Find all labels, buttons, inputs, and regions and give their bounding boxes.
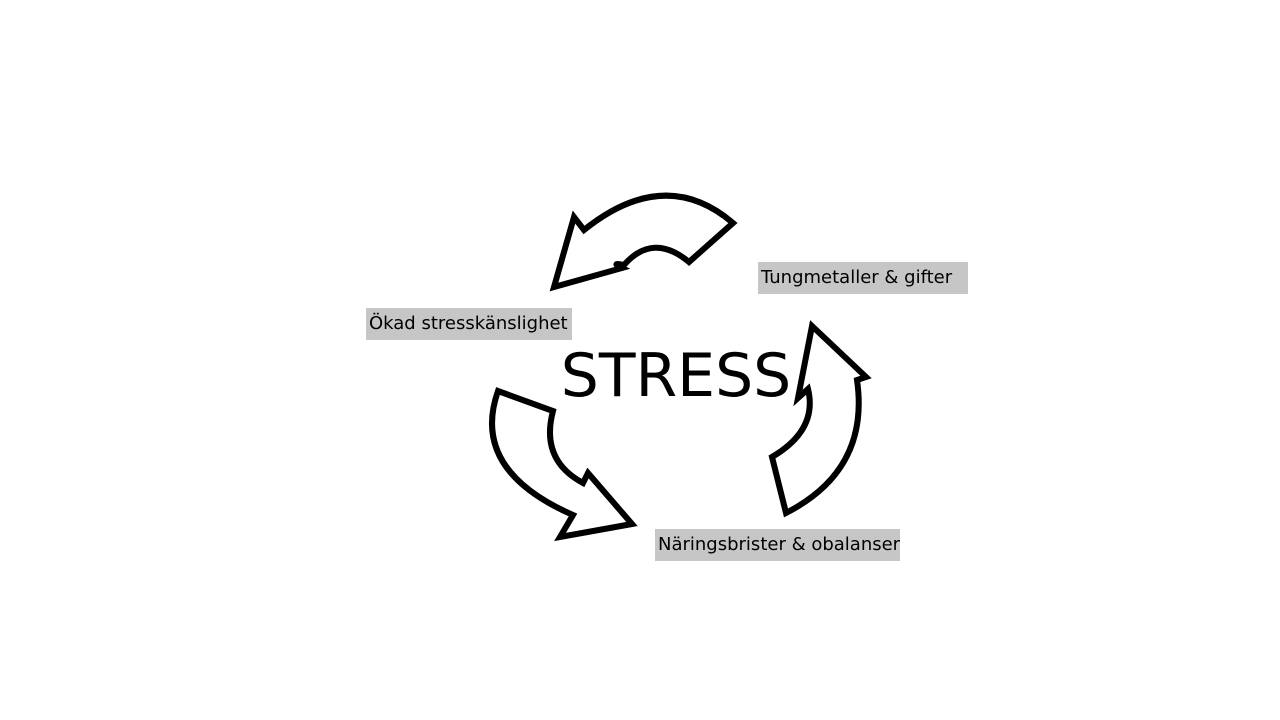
label-increased-stress-sensitivity: Ökad stresskänslighet [366, 308, 572, 340]
label-nutrient-deficiencies: Näringsbrister & obalanser [655, 529, 900, 561]
curved-arrow-icon [489, 387, 638, 542]
center-title: STRESS [560, 341, 792, 411]
curved-arrow-icon [549, 192, 738, 292]
label-heavy-metals-toxins: Tungmetaller & gifter [758, 262, 968, 294]
curved-arrow-icon [768, 320, 872, 518]
